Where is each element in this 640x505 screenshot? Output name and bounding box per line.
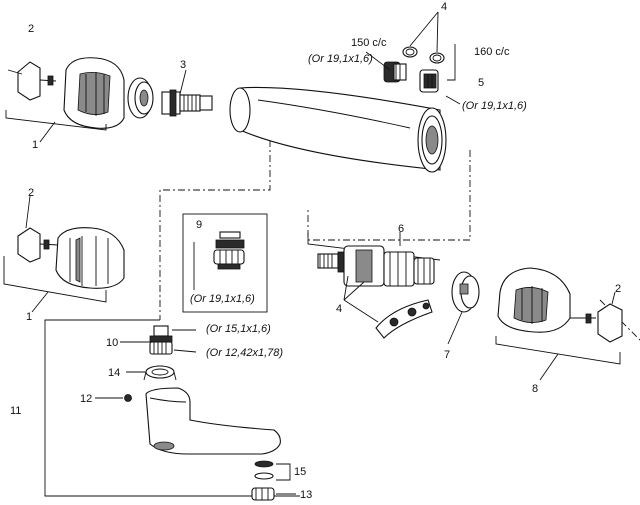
- callout-14: 14: [108, 367, 120, 379]
- washer-right: [429, 52, 445, 64]
- seal-strip: [375, 299, 433, 339]
- callout-12: 12: [80, 393, 92, 405]
- annotation-leaders: [172, 329, 197, 353]
- spout: [145, 387, 281, 455]
- headwork-cartridge: [161, 69, 213, 117]
- thread-spec-a: (Or 19,1x1,6): [308, 53, 373, 65]
- assembly-axis-lines: [159, 140, 640, 341]
- spout-assembly: [44, 319, 300, 501]
- handle-assembly-mid: [3, 195, 125, 313]
- inlet-fittings: [365, 11, 461, 105]
- screw-top: [39, 75, 57, 86]
- aerator-parts: [251, 460, 296, 501]
- callout-5: 5: [478, 77, 484, 89]
- mounting-ring: [143, 365, 177, 381]
- spec-annotations: 150 c/c 160 c/c (Or 19,1x1,6) (Or 19,1x1…: [190, 37, 527, 359]
- centers-160-label: 160 c/c: [474, 46, 510, 58]
- callout-4-top: 4: [441, 1, 447, 13]
- callout-10: 10: [106, 337, 118, 349]
- callout-2-right: 2: [615, 283, 621, 295]
- grub-screw: [124, 394, 132, 402]
- callout-15: 15: [294, 466, 306, 478]
- thread-spec-b: (Or 19,1x1,6): [462, 100, 527, 112]
- callout-labels: 2 3 1 4 5 2 9 6 1 4 7 8 2 10 11 12 13 14…: [10, 1, 621, 501]
- callout-4-mid: 4: [336, 303, 342, 315]
- callout-1-top: 1: [32, 139, 38, 151]
- thermostatic-cartridge: [307, 232, 441, 339]
- handle-assembly-top: [5, 57, 154, 143]
- callout-2-mid: 2: [28, 187, 34, 199]
- callout-1-mid: 1: [26, 311, 32, 323]
- callout-11: 11: [10, 405, 21, 417]
- alternate-insert-inset: [182, 213, 268, 313]
- elbow-150: [383, 61, 407, 83]
- valve-body: [229, 86, 447, 173]
- callout-8: 8: [532, 383, 538, 395]
- index-cap-right: [597, 303, 623, 343]
- knob-mid: [55, 227, 125, 289]
- adapter-right: [451, 271, 480, 313]
- callout-2-top: 2: [28, 23, 34, 35]
- centers-150-label: 150 c/c: [351, 37, 387, 49]
- adapter-top: [127, 77, 154, 119]
- handle-assembly-right: [447, 267, 623, 381]
- callout-7: 7: [444, 349, 450, 361]
- elbow-160: [419, 69, 439, 93]
- callout-13: 13: [300, 489, 312, 501]
- callout-6: 6: [398, 223, 404, 235]
- index-cap-mid: [17, 227, 41, 263]
- thread-spec-e: (Or 12,42x1,78): [206, 347, 283, 359]
- index-cap-top: [17, 61, 41, 101]
- thread-spec-c: (Or 19,1x1,6): [190, 293, 255, 305]
- callout-9: 9: [196, 219, 202, 231]
- thread-spec-d: (Or 15,1x1,6): [206, 323, 271, 335]
- callout-3: 3: [180, 59, 186, 71]
- washer-left: [402, 46, 418, 58]
